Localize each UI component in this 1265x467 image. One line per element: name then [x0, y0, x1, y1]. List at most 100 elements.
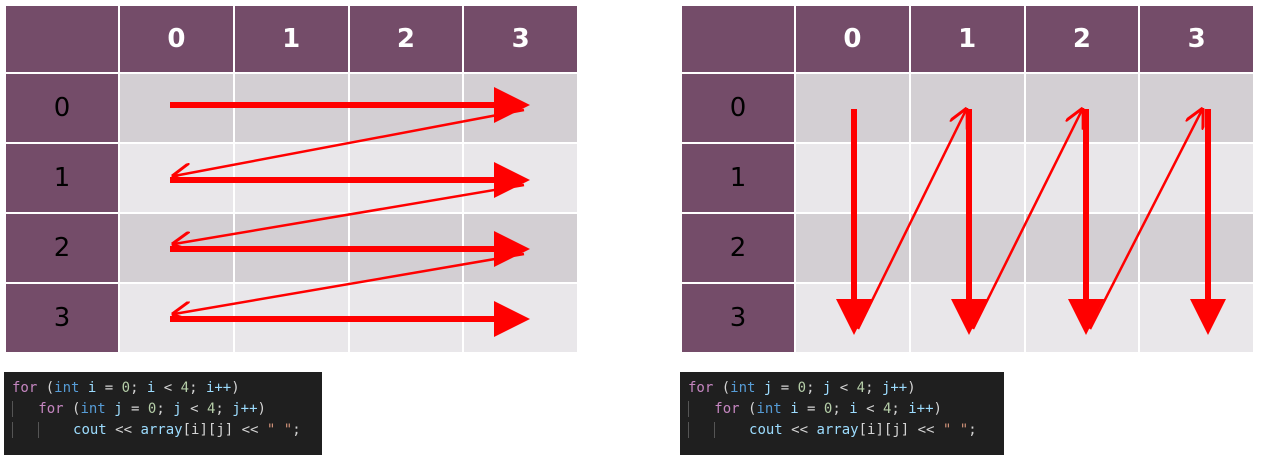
- col-header: 1: [232, 4, 350, 74]
- matrix-cell: [232, 142, 350, 214]
- variable: i: [146, 380, 156, 396]
- number: 0: [823, 401, 833, 417]
- matrix-cell: [908, 212, 1026, 284]
- punct: <<: [233, 422, 267, 438]
- number: 0: [797, 380, 807, 396]
- row-header: 1: [4, 142, 120, 214]
- variable: j: [173, 401, 182, 417]
- keyword: for: [714, 401, 740, 417]
- matrix-cell: [1138, 72, 1255, 144]
- string: " ": [942, 422, 969, 438]
- matrix-cell: [908, 72, 1026, 144]
- type: int: [730, 380, 756, 396]
- matrix-cell: [118, 72, 235, 144]
- keyword: for: [12, 380, 38, 396]
- matrix-cell: [794, 212, 911, 284]
- number: 4: [180, 380, 190, 396]
- punct: ): [231, 380, 240, 396]
- code-line: for (int j = 0; j < 4; j++): [688, 378, 996, 399]
- col-header: 0: [794, 4, 911, 74]
- punct: ;: [891, 401, 909, 417]
- matrix-cell: [118, 282, 235, 354]
- type: int: [756, 401, 782, 417]
- row-header: 0: [4, 72, 120, 144]
- matrix-cell: [347, 72, 465, 144]
- matrix-cell: [347, 142, 465, 214]
- punct: ): [257, 401, 266, 417]
- punct: <: [155, 380, 181, 396]
- code-line: for (int j = 0; j < 4; j++): [12, 399, 314, 420]
- keyword: for: [688, 380, 714, 396]
- identifier: cout: [73, 422, 107, 438]
- punct: [i][j]: [858, 422, 910, 438]
- row-header: 1: [680, 142, 796, 214]
- row-header: 0: [680, 72, 796, 144]
- number: 0: [147, 401, 157, 417]
- punct: ;: [832, 401, 850, 417]
- punct: <<: [782, 422, 817, 438]
- row-header: 3: [4, 282, 120, 354]
- punct: [i][j]: [182, 422, 234, 438]
- identifier: array: [140, 422, 183, 438]
- variable: i: [790, 401, 799, 417]
- code-line: cout << array[i][j] << " ";: [688, 420, 996, 441]
- number: 4: [206, 401, 216, 417]
- number: 0: [121, 380, 131, 396]
- type: int: [54, 380, 80, 396]
- row-header: 2: [4, 212, 120, 284]
- punct: =: [798, 401, 824, 417]
- matrix-cell: [908, 282, 1026, 354]
- punct: ;: [806, 380, 823, 396]
- identifier: cout: [749, 422, 783, 438]
- matrix-cell: [118, 212, 235, 284]
- matrix-cell: [462, 212, 579, 284]
- matrix-cell: [462, 142, 579, 214]
- punct: =: [772, 380, 798, 396]
- punct: ;: [865, 380, 882, 396]
- punct: =: [96, 380, 122, 396]
- code-line: for (int i = 0; i < 4; i++): [688, 399, 996, 420]
- punct: (: [739, 401, 757, 417]
- matrix-cell: [118, 142, 235, 214]
- matrix-cell: [462, 72, 579, 144]
- matrix-cell: [1138, 212, 1255, 284]
- variable: j: [822, 380, 832, 396]
- matrix-cell: [1023, 212, 1141, 284]
- column-major-code: for (int j = 0; j < 4; j++) for (int i =…: [680, 372, 1004, 455]
- matrix-cell: [232, 282, 350, 354]
- variable: j: [114, 401, 123, 417]
- punct: ;: [215, 401, 233, 417]
- keyword: for: [38, 401, 64, 417]
- matrix-cell: [794, 142, 911, 214]
- punct: (: [37, 380, 55, 396]
- variable: j: [763, 380, 773, 396]
- matrix-cell: [1138, 142, 1255, 214]
- variable: i++: [205, 380, 232, 396]
- code-line: cout << array[i][j] << " ";: [12, 420, 314, 441]
- punct: (: [63, 401, 81, 417]
- col-header: 0: [118, 4, 235, 74]
- col-header: 3: [1138, 4, 1255, 74]
- punct: <: [831, 380, 857, 396]
- punct: ): [907, 380, 916, 396]
- col-header: 1: [908, 4, 1026, 74]
- punct: ;: [292, 422, 301, 438]
- punct: ;: [968, 422, 977, 438]
- matrix-cell: [347, 282, 465, 354]
- variable: i: [849, 401, 858, 417]
- corner-cell: [4, 4, 120, 74]
- column-major-matrix: 0 1 2 3 0 1 2 3: [680, 4, 1255, 354]
- punct: <<: [909, 422, 943, 438]
- row-major-code: for (int i = 0; i < 4; i++) for (int j =…: [4, 372, 322, 455]
- matrix-cell: [347, 212, 465, 284]
- col-header: 2: [347, 4, 465, 74]
- matrix-cell: [232, 72, 350, 144]
- punct: <<: [106, 422, 141, 438]
- punct: =: [122, 401, 148, 417]
- punct: (: [713, 380, 731, 396]
- code-line: for (int i = 0; i < 4; i++): [12, 378, 314, 399]
- string: " ": [266, 422, 293, 438]
- row-header: 3: [680, 282, 796, 354]
- matrix-cell: [232, 212, 350, 284]
- number: 4: [856, 380, 866, 396]
